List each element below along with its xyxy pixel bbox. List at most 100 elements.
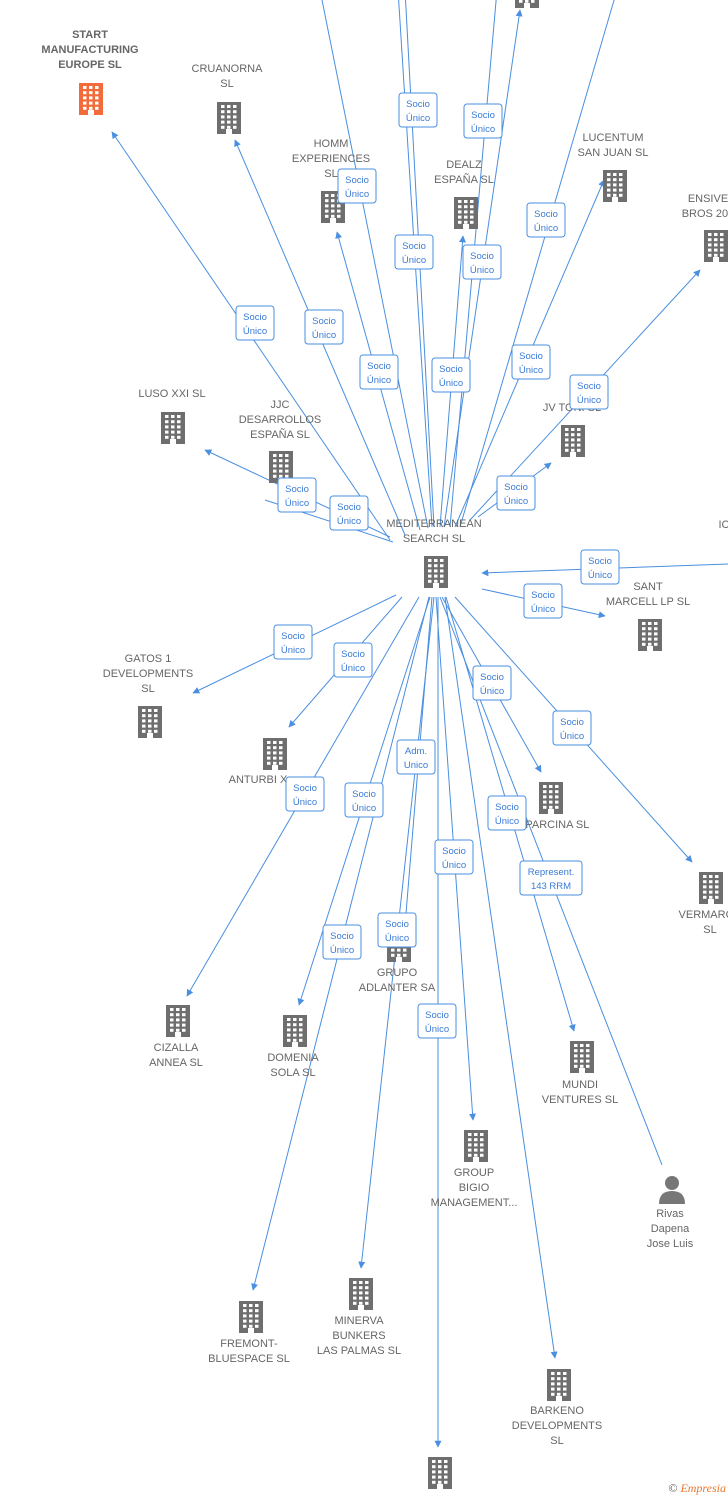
node-label: FREMONT- (220, 1338, 278, 1350)
edge-label-text: Socio (504, 482, 528, 493)
brand-name[interactable]: Empresia (680, 1481, 726, 1495)
company-node[interactable]: JV TONI SL (543, 402, 601, 457)
edges-layer (111, 0, 728, 1448)
company-node[interactable]: VERMAROXSL (679, 872, 728, 936)
node-label: SL (324, 168, 337, 180)
edge-label-text: 143 RRM (531, 881, 571, 892)
relation-edge[interactable] (444, 596, 558, 1359)
company-node[interactable] (428, 1457, 452, 1489)
relation-edge[interactable] (320, 0, 429, 529)
edge-label-text: Socio (531, 590, 555, 601)
company-node[interactable]: ESPARCINA SL (511, 782, 590, 831)
node-label: GRUPO (377, 967, 418, 979)
node-label: SOLA SL (270, 1067, 315, 1079)
edge-label[interactable]: Adm.Unico (396, 739, 436, 775)
company-node[interactable] (515, 0, 539, 8)
node-label: ANTURBI X (229, 774, 288, 786)
edge-label-text: Socio (285, 484, 309, 495)
node-label: Jose Luis (647, 1238, 694, 1250)
company-node[interactable]: IC (719, 519, 728, 531)
building-icon (561, 425, 585, 457)
node-label: SANT (633, 581, 663, 593)
edge-label-text: Único (406, 113, 430, 124)
building-icon (699, 872, 723, 904)
edge-label-text: Único (402, 255, 426, 266)
edge-label-text: Socio (330, 931, 354, 942)
edge-label-text: Socio (588, 556, 612, 567)
edge-label-text: Socio (367, 361, 391, 372)
node-label: SL (550, 1435, 563, 1447)
edge-label-text: Socio (385, 919, 409, 930)
node-label: DEVELOPMENTS (512, 1420, 602, 1432)
person-icon (659, 1176, 685, 1204)
company-node[interactable]: FREMONT-BLUESPACE SL (208, 1301, 290, 1365)
building-icon (515, 0, 539, 8)
node-label: EUROPE SL (58, 59, 122, 71)
building-icon (603, 170, 627, 202)
edge-label-text: Adm. (405, 746, 427, 757)
node-label: ESPARCINA SL (511, 819, 590, 831)
node-label: DEALZ (446, 159, 482, 171)
node-label: ADLANTER SA (359, 982, 436, 994)
edge-label-text: Socio (402, 241, 426, 252)
node-label: EXPERIENCES (292, 153, 370, 165)
node-label: LUSO XXI SL (138, 388, 205, 400)
edge-label-text: Único (425, 1024, 449, 1035)
building-icon (638, 619, 662, 651)
building-icon (570, 1041, 594, 1073)
edge-label-text: Socio (495, 802, 519, 813)
company-node[interactable]: LUSO XXI SL (138, 388, 206, 444)
node-label: SL (703, 924, 716, 936)
edge-label[interactable]: Represent. 143 RRM (519, 860, 583, 896)
edge-label-text: Socio (341, 649, 365, 660)
company-node[interactable]: ANTURBI X (229, 738, 288, 786)
relation-edge[interactable] (459, 0, 617, 528)
company-node[interactable]: GROUPBIGIOMANAGEMENT... (431, 1130, 518, 1209)
edge-label-text: Único (588, 570, 612, 581)
edge-label-text: Represent. (528, 867, 574, 878)
